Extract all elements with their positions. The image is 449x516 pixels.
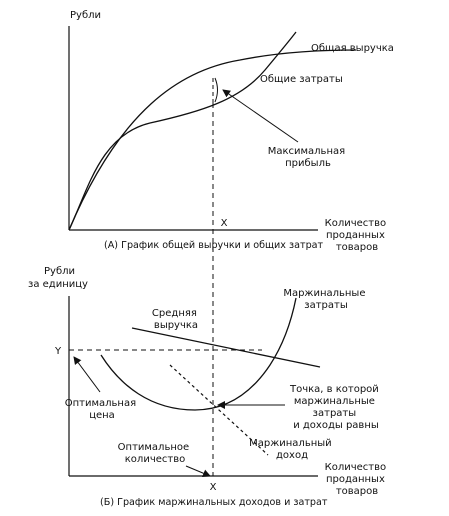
top-x-axis-label: Количество проданных товаров [325, 218, 390, 253]
total-revenue-label: Общая выручка [311, 43, 394, 54]
bottom-y-axis-label: Рубли за единицу [28, 266, 88, 290]
panel-b: Рубли за единицу Количество проданных то… [28, 266, 390, 508]
bottom-x-marker: X [210, 482, 217, 493]
intersection-label: Точка, в которой маржинальные затраты и … [289, 384, 382, 431]
total-revenue-curve [68, 49, 357, 231]
optimal-price-arrow [73, 356, 101, 393]
optimal-quantity-label: Оптимальное количество [118, 442, 193, 465]
max-profit-bracket [214, 77, 218, 103]
average-revenue-label: Средняя выручка [152, 308, 200, 331]
max-profit-label: Максимальная прибыль [268, 146, 349, 169]
average-revenue-line [131, 327, 321, 368]
top-y-axis-label: Рубли [70, 10, 101, 21]
marginal-revenue-line [169, 364, 269, 456]
marginal-cost-curve [100, 297, 297, 411]
marginal-revenue-label: Маржинальный доход [249, 438, 335, 461]
panel-a: Рубли Количество проданных товаров Общая… [68, 10, 394, 253]
bottom-x-axis-label: Количество проданных товаров [325, 462, 390, 497]
bottom-y-marker: Y [54, 346, 62, 357]
caption-a: (А) График общей выручки и общих затрат [104, 240, 324, 251]
top-x-marker: X [221, 218, 228, 229]
max-profit-arrow [222, 89, 299, 143]
optimal-price-label: Оптимальная цена [65, 398, 140, 421]
caption-b: (Б) График маржинальных доходов и затрат [100, 497, 328, 508]
optimal-quantity-arrow [185, 465, 211, 477]
total-cost-curve [68, 31, 297, 231]
marginal-cost-label: Маржинальные затраты [283, 288, 368, 311]
total-cost-label: Общие затраты [260, 74, 343, 85]
